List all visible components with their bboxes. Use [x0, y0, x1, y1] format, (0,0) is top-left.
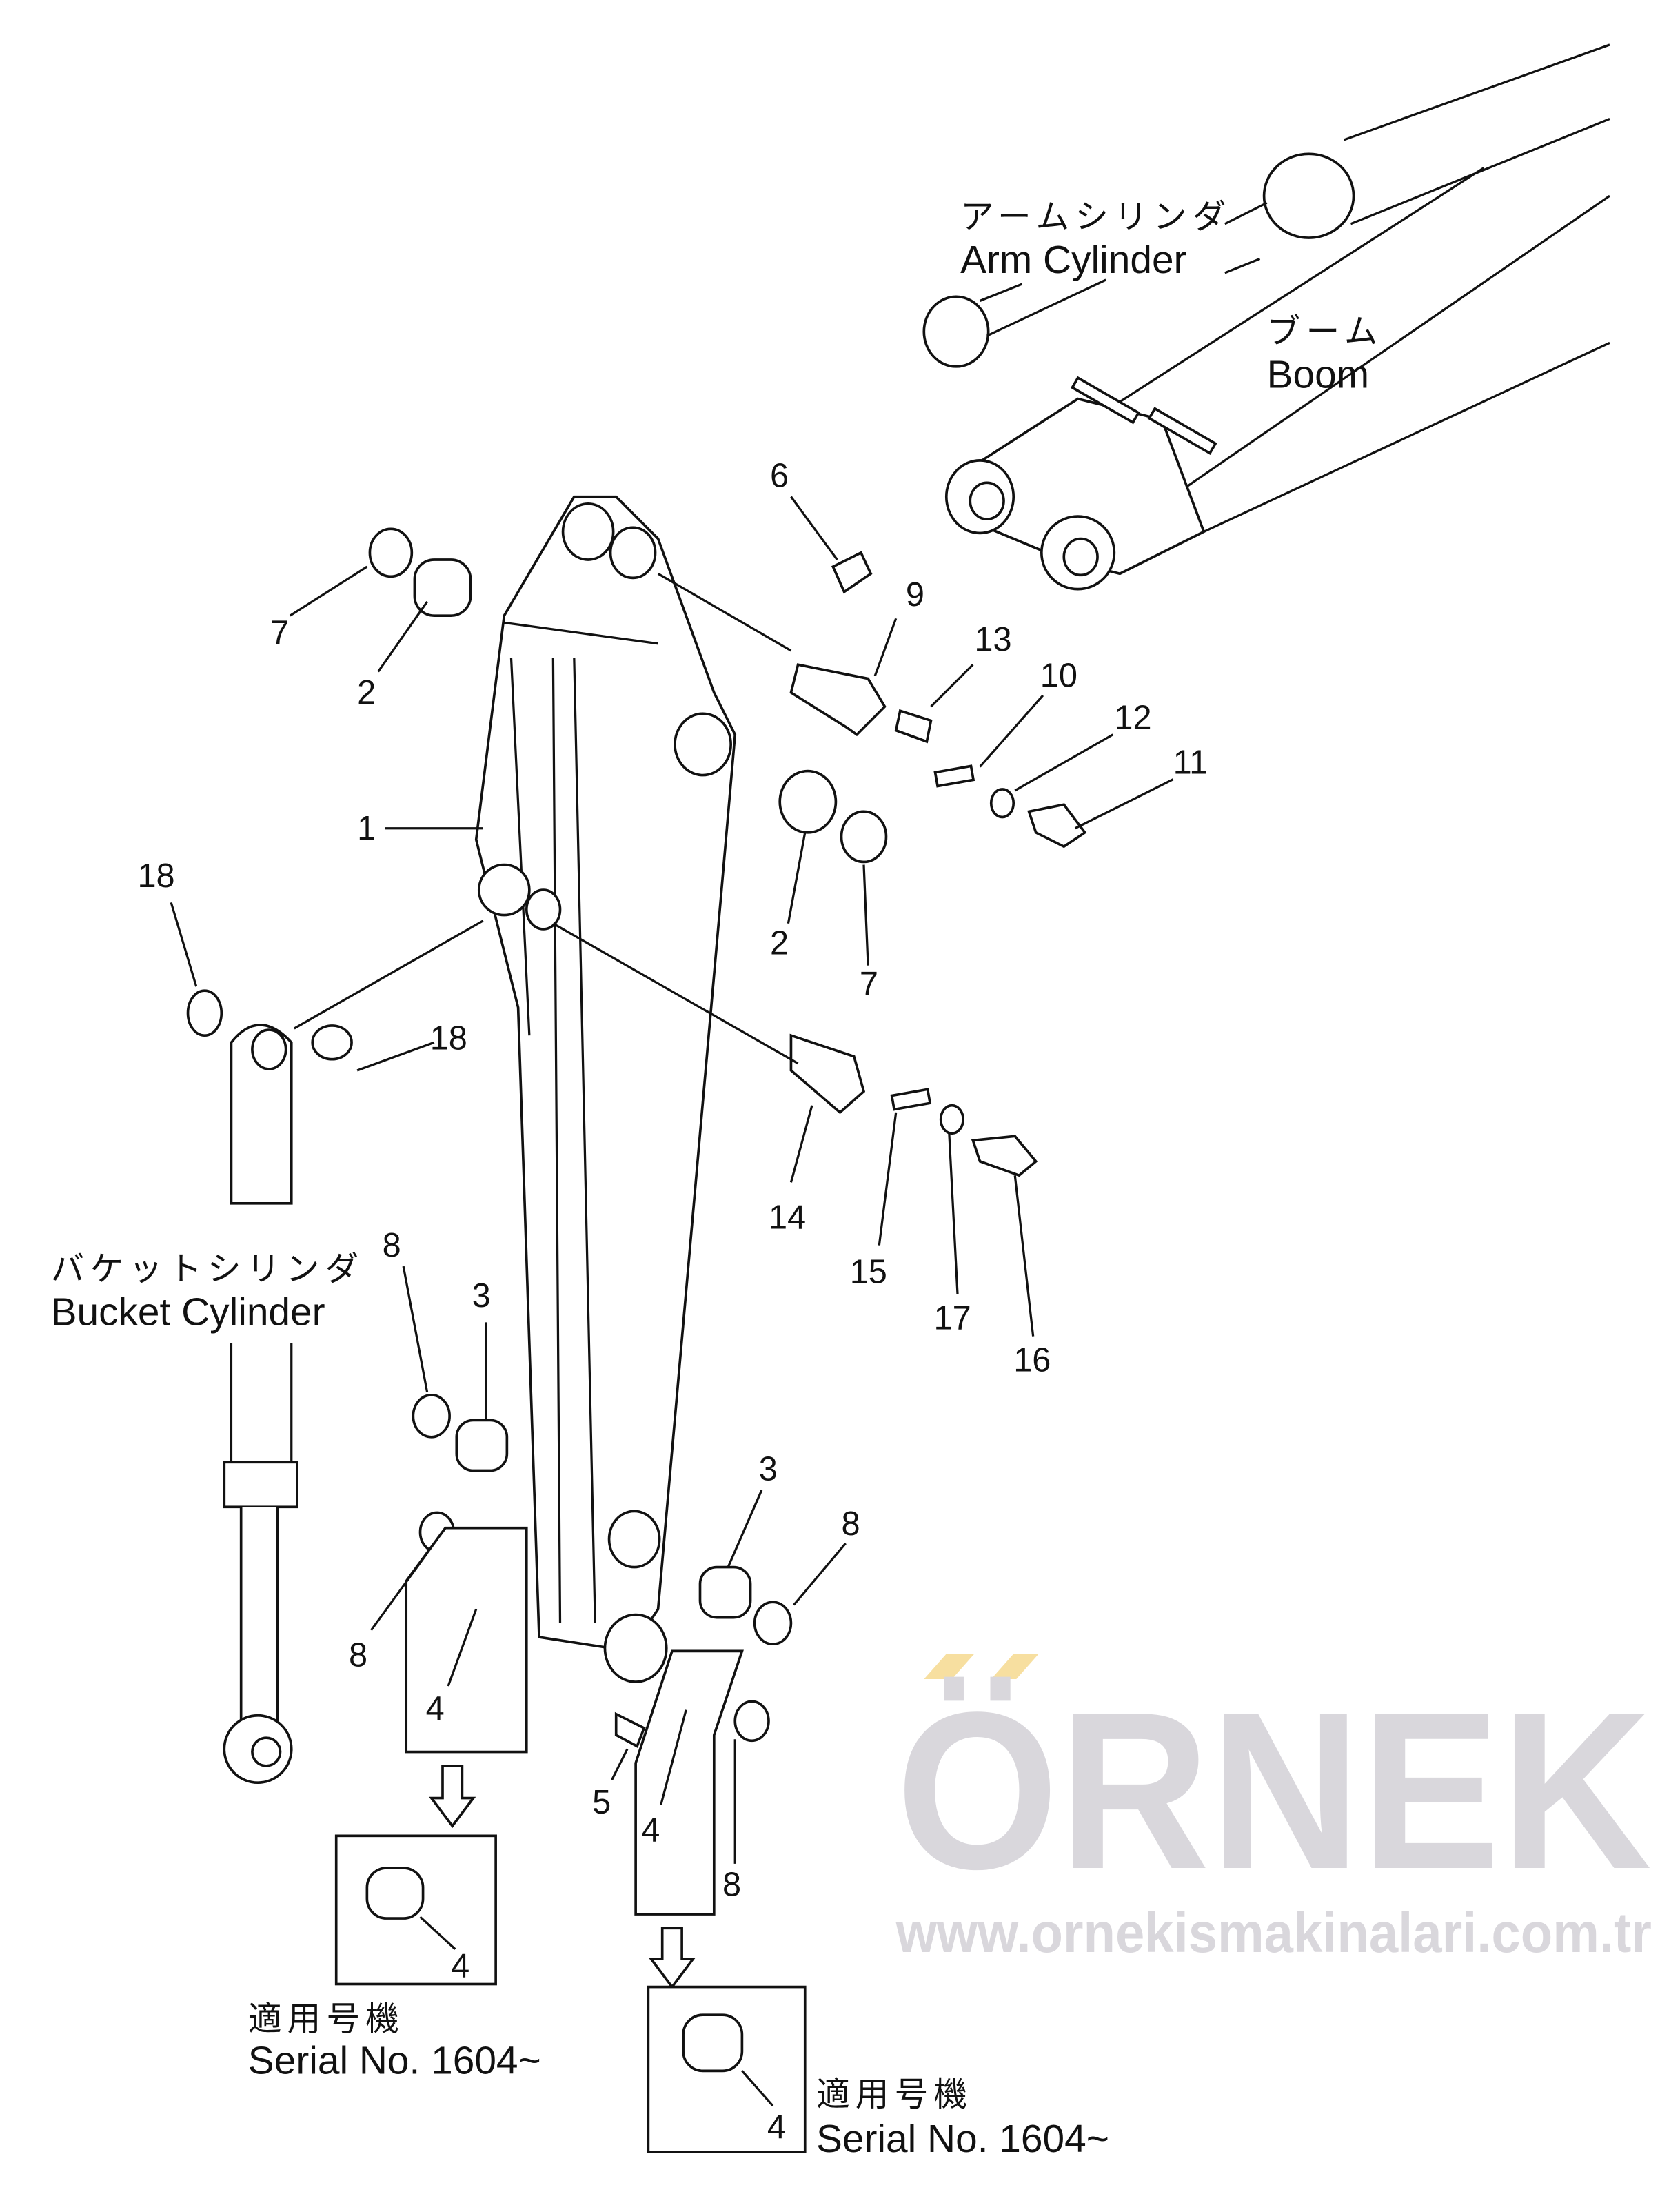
callout-13: 13	[974, 621, 1011, 658]
serial-left-label-jp: 適用号機	[248, 2000, 405, 2038]
small-parts	[186, 527, 1087, 2153]
callout-4: 4	[641, 1811, 660, 1849]
bucket-cylinder-label-jp: バケットシリンダ	[51, 1250, 365, 1288]
boom-label-jp: ブーム	[1267, 312, 1384, 351]
callout-7: 7	[860, 965, 878, 1002]
arm-cylinder-label-jp: アームシリンダ	[960, 198, 1231, 236]
watermark: ÖRNEK www.ornekismakinalari.com.tr	[895, 1654, 1652, 1964]
callout-14: 14	[769, 1199, 806, 1236]
callout-4: 4	[426, 1690, 445, 1727]
callout-7: 7	[270, 614, 289, 651]
serial-right-label-jp: 適用号機	[816, 2075, 973, 2114]
callout-6: 6	[770, 457, 789, 494]
callout-16: 16	[1013, 1341, 1051, 1379]
arm-cylinder-label: Arm Cylinder	[960, 238, 1186, 282]
callout-8: 8	[383, 1227, 401, 1264]
callout-18: 18	[430, 1019, 467, 1057]
callout-11: 11	[1173, 744, 1208, 782]
callout-5: 5	[592, 1784, 611, 1821]
serial-left-label: Serial No. 1604~	[248, 2039, 541, 2082]
bucket-cylinder-label: Bucket Cylinder	[51, 1290, 325, 1334]
callout-18: 18	[137, 857, 174, 895]
callout-2: 2	[770, 924, 789, 962]
arm-cylinder	[922, 152, 1355, 368]
callout-8: 8	[842, 1505, 860, 1543]
boom	[944, 43, 1610, 591]
callout-1: 1	[357, 810, 376, 847]
callout-12: 12	[1114, 700, 1151, 737]
callout-15: 15	[850, 1253, 887, 1290]
arm-body	[474, 495, 737, 1683]
callout-3: 3	[472, 1277, 491, 1314]
serial-right-label: Serial No. 1604~	[816, 2117, 1109, 2161]
callout-8: 8	[349, 1637, 367, 1674]
callout-2: 2	[357, 674, 376, 711]
watermark-brand: ÖRNEK	[896, 1665, 1652, 1916]
callout-8: 8	[722, 1867, 741, 1904]
callout-4: 4	[767, 2109, 786, 2146]
callout-10: 10	[1040, 658, 1077, 695]
callout-4: 4	[451, 1947, 469, 1984]
watermark-accent	[924, 1654, 975, 1679]
boom-label: Boom	[1267, 353, 1369, 396]
leader-lines	[170, 496, 1174, 2107]
callout-17: 17	[934, 1299, 971, 1337]
bucket-cylinder	[223, 1024, 298, 1785]
watermark-url: www.ornekismakinalari.com.tr	[895, 1902, 1652, 1964]
callout-3: 3	[759, 1451, 778, 1488]
watermark-accent	[991, 1654, 1039, 1679]
callout-9: 9	[906, 576, 924, 613]
